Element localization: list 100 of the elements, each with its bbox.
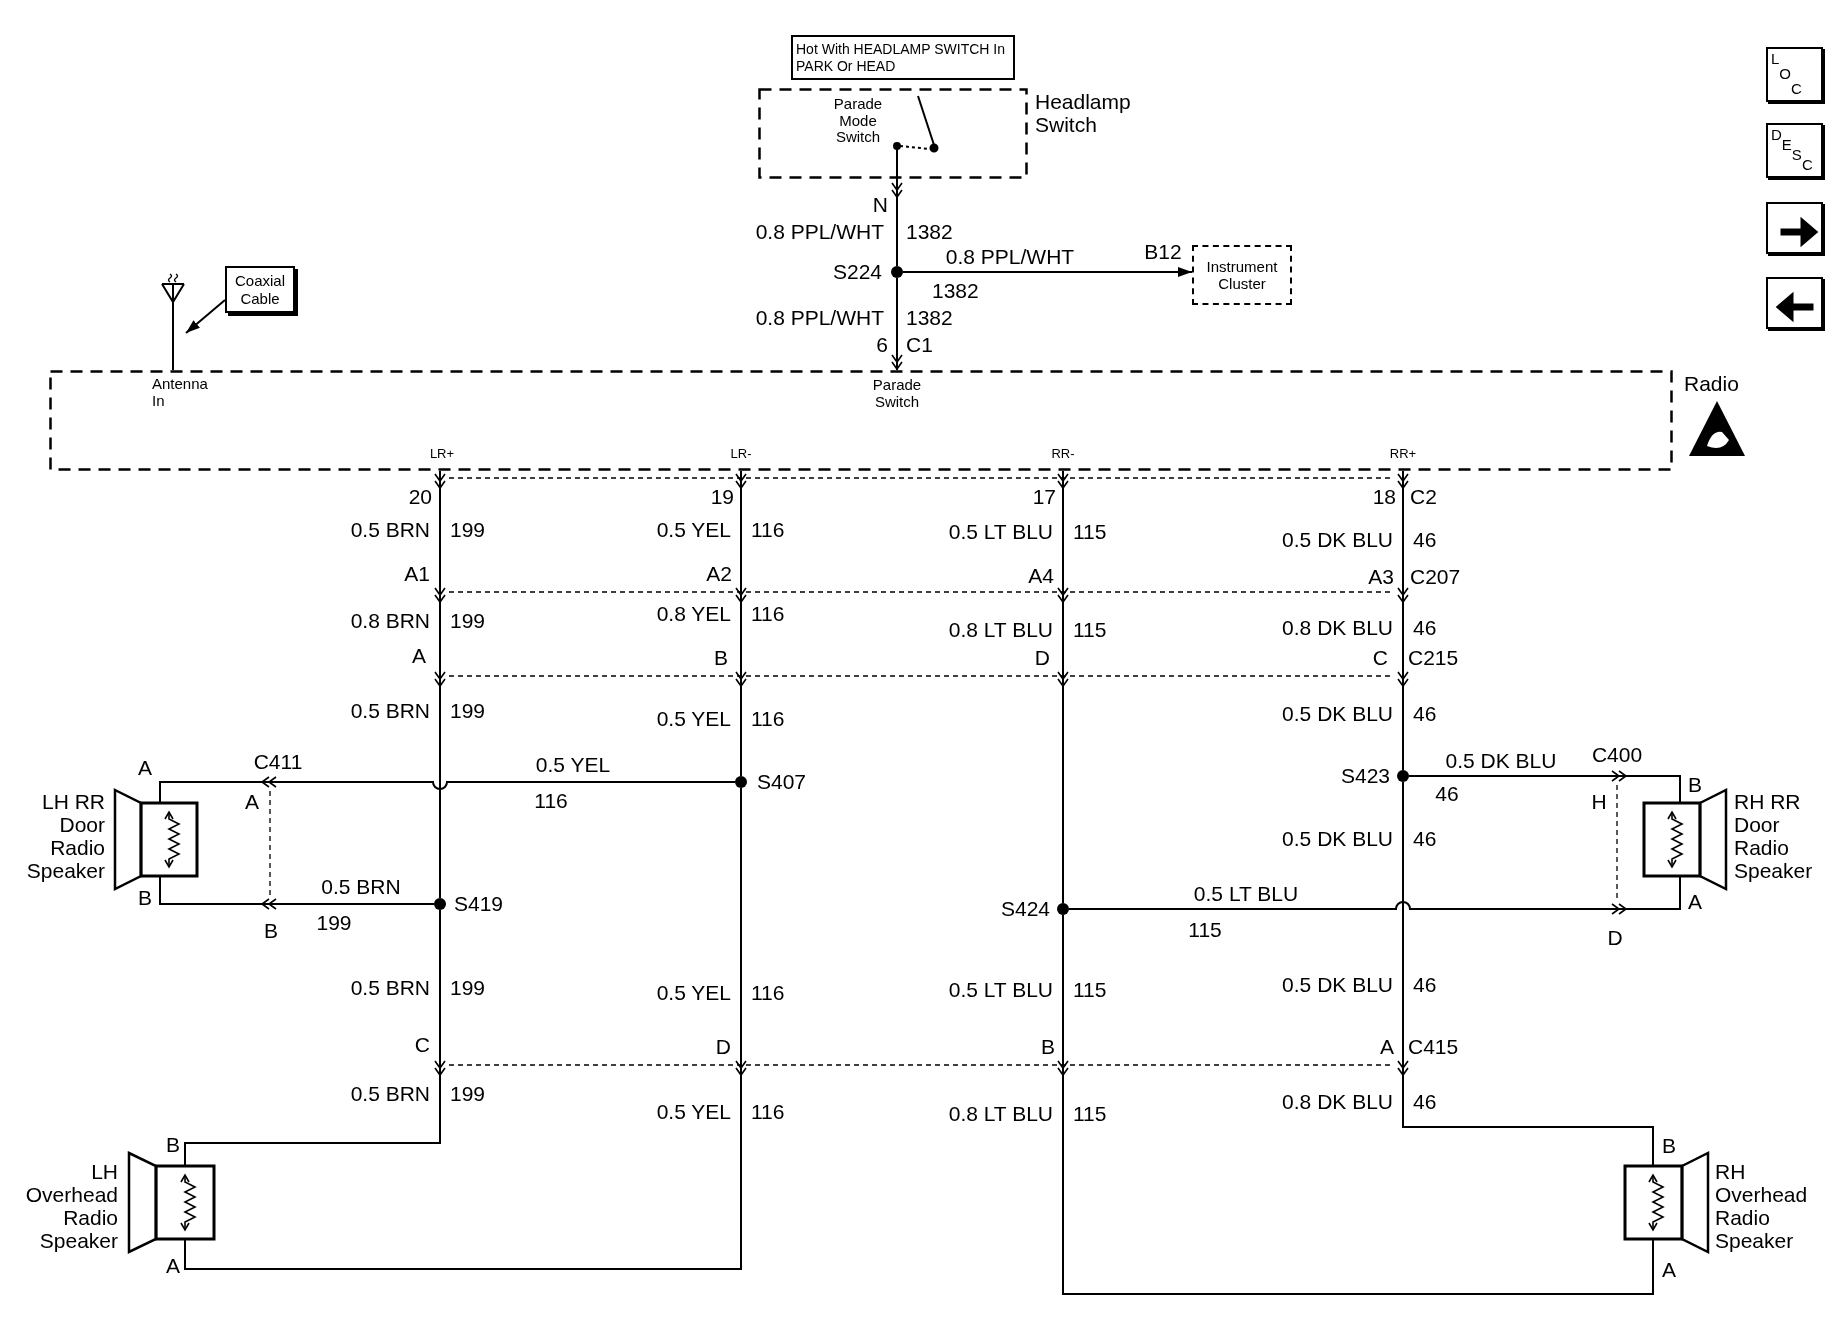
- pin-label: 20: [408, 485, 432, 509]
- splice-label: S407: [757, 770, 807, 794]
- wire-label: 1382: [906, 306, 953, 330]
- wire-label: 0.8 PPL/WHT: [945, 245, 1075, 269]
- pin-label: B12: [1144, 240, 1182, 264]
- wire-label: 0.8 LT BLU: [948, 1102, 1053, 1126]
- component-heading: RH RR Door Radio Speaker: [1734, 790, 1814, 883]
- wire-label: 0.5 YEL: [656, 981, 731, 1005]
- wire-label: 0.5 BRN: [321, 875, 401, 899]
- wire-arrow: [434, 470, 446, 899]
- component-heading: Radio: [1684, 372, 1740, 396]
- component-heading: RH Overhead Radio Speaker: [1715, 1160, 1809, 1253]
- wire-label: 1382: [906, 220, 953, 244]
- terminal-label: RR+: [1388, 447, 1418, 462]
- pin-label: D: [1034, 646, 1050, 670]
- wire-label: 0.5 DK BLU: [1282, 973, 1393, 997]
- wire-arrow: [1057, 470, 1069, 904]
- wire-label: 46: [1413, 616, 1437, 640]
- wire-label: 0.5 DK BLU: [1445, 749, 1557, 773]
- nav-button: DESC: [1766, 123, 1823, 178]
- pin-label: B: [138, 886, 152, 910]
- terminal-label: Antenna In: [152, 376, 209, 409]
- pin-label: 19: [710, 485, 734, 509]
- pin-label: A1: [404, 562, 430, 586]
- wire-label: 199: [450, 699, 486, 723]
- splice-label: S424: [1000, 897, 1050, 921]
- pin-label: B: [714, 646, 728, 670]
- wire-label: 115: [1073, 978, 1107, 1002]
- wire-arrow: [199, 776, 736, 790]
- wire-arrow: [1397, 470, 1409, 771]
- wire-label: 115: [1073, 618, 1107, 642]
- wire-arrow: [1397, 781, 1621, 1128]
- wire-label: 199: [316, 911, 352, 935]
- connector-label: C1: [906, 333, 933, 357]
- pin-label: 18: [1372, 485, 1396, 509]
- wire-arrow: [199, 898, 435, 910]
- wire-arrow: [217, 787, 747, 1270]
- wire-label: 0.5 YEL: [656, 518, 731, 542]
- wire-label: 199: [450, 976, 486, 1000]
- wire-arrow: [217, 909, 446, 1144]
- terminal-label: LR-: [729, 447, 753, 462]
- wire-label: 0.5 YEL: [535, 753, 611, 777]
- wire-label: 115: [1073, 1102, 1107, 1126]
- component-box: Instrument Cluster: [1192, 245, 1292, 305]
- connector-label: C400: [1591, 743, 1643, 767]
- pin-label: A4: [1028, 564, 1054, 588]
- connector-label: C207: [1410, 565, 1461, 589]
- pin-label: A: [166, 1254, 180, 1278]
- pin-label: A2: [706, 562, 732, 586]
- pin-label: C: [1372, 646, 1388, 670]
- wire-label: 1382: [932, 279, 979, 303]
- terminal-label: Parade Switch: [871, 377, 923, 410]
- pin-label: A: [245, 790, 259, 814]
- wire-label: 0.5 LT BLU: [948, 520, 1053, 544]
- pin-label: B: [1688, 773, 1702, 797]
- splice-dot: [1057, 903, 1069, 915]
- wire-label: 0.5 DK BLU: [1282, 528, 1393, 552]
- pin-label: D: [1607, 926, 1623, 950]
- wire-label: 0.5 YEL: [656, 1100, 731, 1124]
- wire-label: 46: [1413, 528, 1437, 552]
- pin-label: B: [1041, 1035, 1055, 1059]
- pin-label: A: [1380, 1035, 1394, 1059]
- wire-label: 46: [1413, 827, 1437, 851]
- wire-label: 0.5 DK BLU: [1282, 827, 1393, 851]
- leader-arrow: [185, 299, 226, 334]
- wire-label: 116: [751, 602, 785, 626]
- wire-arrow: [1408, 770, 1628, 782]
- wire-label: 116: [751, 707, 785, 731]
- wire-label: 0.8 YEL: [656, 602, 731, 626]
- wire-label: 116: [751, 518, 785, 542]
- wire-label: 116: [751, 1100, 785, 1124]
- splice-dot: [735, 776, 747, 788]
- connector-label: C415: [1408, 1035, 1459, 1059]
- connector-label: C411: [253, 750, 303, 774]
- splice-dot: [891, 266, 903, 278]
- component-heading: LH Overhead Radio Speaker: [24, 1160, 118, 1253]
- wire-label: 0.5 BRN: [350, 976, 430, 1000]
- pin-label: B: [1662, 1134, 1676, 1158]
- wire-label: 0.5 BRN: [350, 1082, 430, 1106]
- pin-label: A: [138, 756, 152, 780]
- wire-label: 0.8 DK BLU: [1282, 1090, 1393, 1114]
- wire-label: 0.8 PPL/WHT: [755, 306, 884, 330]
- wire-label: 0.5 YEL: [656, 707, 731, 731]
- pin-label: C: [414, 1033, 430, 1057]
- component-label: Parade Mode Switch: [832, 96, 884, 146]
- wire-label: 0.8 PPL/WHT: [755, 220, 884, 244]
- wire-label: 199: [450, 518, 486, 542]
- wire-label: 0.8 BRN: [350, 609, 430, 633]
- wire-label: 0.5 BRN: [350, 699, 430, 723]
- pin-label: B: [264, 919, 278, 943]
- wire-label: 46: [1413, 702, 1437, 726]
- connector-label: C2: [1410, 485, 1437, 509]
- connector-label: C215: [1408, 646, 1459, 670]
- pin-label: 6: [876, 333, 888, 357]
- wire-label: 199: [450, 609, 486, 633]
- pin-label: A: [1688, 890, 1702, 914]
- wire-arrow: [1057, 914, 1621, 1295]
- callout-box: Hot With HEADLAMP SWITCH In PARK Or HEAD: [791, 35, 1015, 80]
- splice-dot: [1397, 770, 1409, 782]
- pin-label: H: [1591, 790, 1607, 814]
